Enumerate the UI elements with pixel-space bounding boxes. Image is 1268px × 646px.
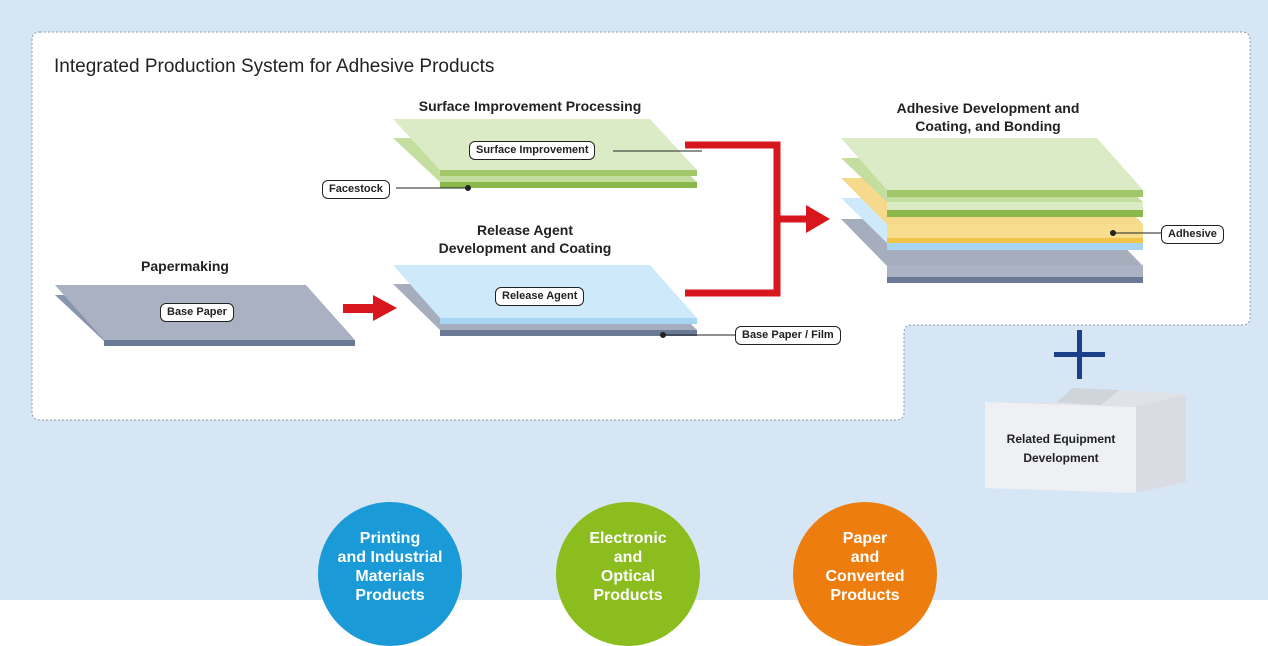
heading-surface-improvement: Surface Improvement Processing bbox=[418, 98, 642, 114]
label-release-agent: Release Agent bbox=[495, 287, 585, 306]
adhesive-stack bbox=[841, 138, 1143, 283]
release-stack bbox=[393, 265, 697, 336]
related-equipment-label: Related Equipment Development bbox=[1006, 432, 1116, 465]
product-paper-converted: Paper and Converted Products bbox=[793, 502, 937, 646]
product-printing-industrial: Printing and Industrial Materials Produc… bbox=[318, 502, 462, 646]
heading-papermaking: Papermaking bbox=[141, 258, 229, 274]
product-electronic-optical: Electronic and Optical Products bbox=[556, 502, 700, 646]
label-base-paper: Base Paper bbox=[160, 303, 234, 322]
product-label: Printing and Industrial Materials Produc… bbox=[337, 530, 443, 604]
leader-lines bbox=[396, 150, 1162, 338]
arrow-merge-head bbox=[806, 205, 830, 233]
label-adhesive: Adhesive bbox=[1161, 225, 1224, 244]
label-facestock: Facestock bbox=[322, 180, 390, 199]
label-surface-improvement: Surface Improvement bbox=[469, 141, 596, 160]
diagram-title: Integrated Production System for Adhesiv… bbox=[54, 56, 495, 77]
heading-release-agent: Release Agent Development and Coating bbox=[438, 222, 612, 256]
label-base-paper-film: Base Paper / Film bbox=[735, 326, 841, 345]
heading-adhesive: Adhesive Development and Coating, and Bo… bbox=[896, 100, 1080, 134]
product-label: Electronic and Optical Products bbox=[589, 530, 667, 604]
arrow-merge bbox=[685, 141, 808, 297]
product-label: Paper and Converted Products bbox=[825, 530, 905, 604]
plus-icon bbox=[1054, 330, 1105, 379]
equipment-box bbox=[985, 388, 1186, 493]
arrow-to-release bbox=[343, 295, 397, 321]
